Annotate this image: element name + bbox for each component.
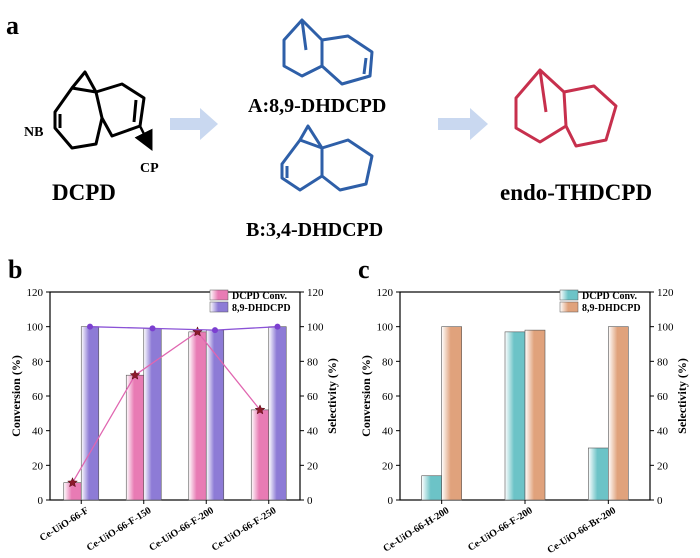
panel-label-b: b (8, 255, 22, 284)
left-tick-label: 80 (32, 356, 44, 368)
legend-swatch (559, 289, 579, 301)
chart-b: b 0 0 20 20 40 40 60 60 80 80 100 100 120 120Conversio… (8, 255, 339, 554)
right-tick-label: 100 (307, 322, 324, 334)
final-product-structure (514, 68, 618, 148)
star-marker (67, 477, 78, 488)
category-label: Ce-UiO-66-F-200 (466, 505, 534, 553)
product-a-label: A:8,9-DHDCPD (248, 95, 386, 117)
left-tick-label: 20 (32, 460, 44, 472)
circle-marker (212, 327, 218, 334)
left-tick-label: 100 (377, 322, 394, 334)
category-label: Ce-UiO-66-F-200 (147, 505, 215, 553)
right-tick-label: 20 (657, 460, 669, 472)
star-marker (129, 369, 141, 380)
star-marker (254, 404, 266, 415)
reaction-arrow-2 (438, 108, 488, 140)
series-line (89, 326, 278, 331)
bar (441, 326, 462, 501)
bar (125, 374, 145, 501)
right-tick-label: 40 (657, 426, 669, 438)
bar (524, 329, 546, 501)
bar (608, 326, 629, 501)
right-tick-label: 0 (307, 495, 313, 507)
nb-label: NB (24, 125, 43, 140)
bar (421, 475, 442, 501)
bar (250, 409, 270, 501)
legend-label: 8,9-DHDCPD (582, 303, 641, 314)
circle-marker (87, 323, 93, 330)
product-b-structure (280, 124, 374, 192)
right-tick-label: 60 (657, 391, 669, 403)
bar (63, 482, 82, 501)
left-tick-label: 80 (382, 356, 394, 368)
bar (80, 326, 100, 501)
bar (504, 331, 526, 501)
legend-swatch (559, 301, 579, 313)
y-axis-left-title: Conversion (%) (9, 355, 23, 437)
legend-swatch (209, 289, 229, 301)
right-tick-label: 120 (307, 287, 324, 299)
left-tick-label: 120 (377, 287, 394, 299)
category-label: Ce-UiO-66-H-200 (381, 505, 451, 554)
final-product-label: endo-THDCPD (500, 180, 652, 205)
right-tick-label: 120 (657, 287, 674, 299)
panel-label-c: c (358, 255, 370, 284)
right-tick-label: 20 (307, 460, 319, 472)
category-label: Ce-UiO-66-F (38, 505, 91, 544)
dcpd-label: DCPD (52, 180, 116, 205)
series-line (71, 330, 261, 483)
category-label: Ce-UiO-66-F-250 (210, 505, 278, 553)
bar (588, 447, 609, 501)
left-tick-label: 20 (382, 460, 394, 472)
legend-label: 8,9-DHDCPD (232, 303, 291, 314)
category-label: Ce-UiO-66-Br-200 (546, 505, 618, 556)
left-tick-label: 60 (382, 391, 394, 403)
left-tick-label: 120 (27, 287, 44, 299)
category-label: Ce-UiO-66-F-150 (85, 505, 153, 553)
legend-label: DCPD Conv. (232, 291, 288, 302)
left-tick-label: 0 (38, 495, 44, 507)
left-tick-label: 40 (32, 426, 44, 438)
circle-marker (149, 325, 156, 332)
y-axis-left-title: Conversion (%) (359, 355, 373, 437)
right-tick-label: 60 (307, 391, 319, 403)
bar (268, 326, 287, 501)
right-tick-label: 80 (657, 356, 669, 368)
right-tick-label: 80 (307, 356, 319, 368)
legend-swatch (209, 301, 229, 313)
chart-c: c 0 0 20 20 40 40 60 60 80 80 100 100 120 120Conversio… (358, 255, 689, 556)
legend-label: DCPD Conv. (582, 291, 638, 302)
y-axis-right-title: Selectivity (%) (675, 358, 689, 434)
right-tick-label: 100 (657, 322, 674, 334)
product-b-label: B:3,4-DHDCPD (246, 219, 383, 241)
bar (205, 329, 225, 501)
cp-label: CP (140, 161, 159, 176)
left-tick-label: 0 (388, 495, 394, 507)
dcpd-structure (53, 70, 153, 151)
bar (143, 328, 162, 501)
panel-label-a: a (6, 11, 19, 40)
y-axis-right-title: Selectivity (%) (325, 358, 339, 434)
left-tick-label: 100 (27, 322, 44, 334)
left-tick-label: 60 (32, 391, 44, 403)
left-tick-label: 40 (382, 426, 394, 438)
bar (188, 331, 207, 501)
product-a-structure (282, 18, 374, 86)
right-tick-label: 40 (307, 426, 319, 438)
right-tick-label: 0 (657, 495, 663, 507)
circle-marker (274, 323, 281, 330)
reaction-scheme: a NB CP DCPD A:8,9-DHDCPD B:3,4-DHDCPD e… (6, 11, 652, 241)
reaction-arrow-1 (170, 108, 218, 140)
